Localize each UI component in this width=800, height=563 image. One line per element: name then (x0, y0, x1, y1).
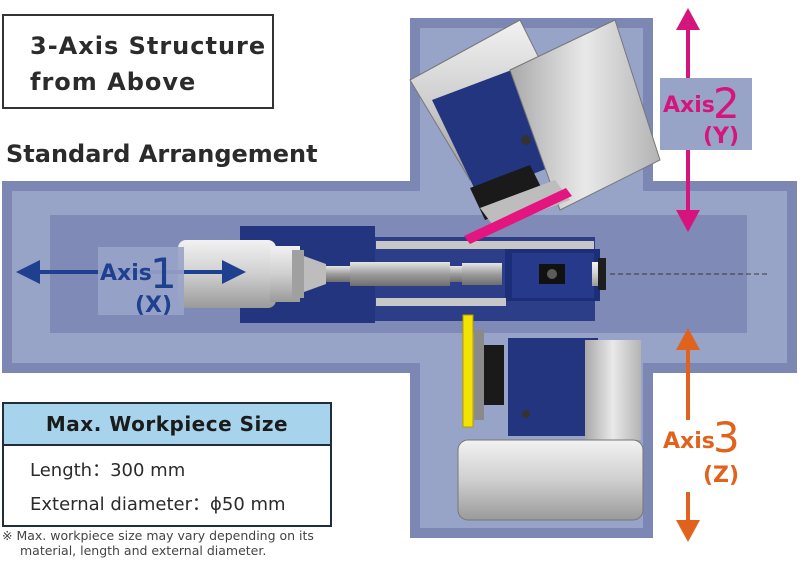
axis2-number: 2 (713, 79, 740, 128)
footnote-line-2: material, length and external diameter. (20, 543, 267, 558)
footnote-line-1: ※ Max. workpiece size may vary depending… (2, 528, 314, 543)
title-line-1: 3-Axis Structure (30, 32, 267, 60)
axis1-number: 1 (150, 249, 177, 298)
axis1-letter: (X) (135, 293, 172, 318)
axis2-word: Axis (663, 93, 715, 118)
axis2-letter: (Y) (703, 124, 739, 149)
spec-header: Max. Workpiece Size (4, 404, 330, 446)
arrangement-label: Standard Arrangement (6, 140, 318, 168)
regulating-wheel-unit (409, 19, 661, 244)
axis1-word: Axis (100, 261, 152, 286)
title-box: 3-Axis Structure from Above (2, 14, 274, 109)
grinding-wheel-unit (457, 314, 644, 521)
axis3-word: Axis (663, 429, 715, 454)
workpiece-shafts (320, 241, 770, 306)
axis3-number: 3 (713, 413, 740, 462)
spec-diameter: External diameter：ϕ50 mm (30, 494, 286, 515)
axis3-label: Axis 3 (Z) (660, 413, 752, 492)
workpiece-spec-box: Max. Workpiece Size Length：300 mm Extern… (2, 402, 332, 527)
axis3-letter: (Z) (703, 463, 739, 488)
axis2-label: Axis 2 (Y) (660, 78, 752, 150)
title-line-2: from Above (30, 68, 197, 96)
axis1-label: Axis 1 (X) (98, 247, 184, 318)
spec-length: Length：300 mm (30, 460, 186, 481)
footnote: ※ Max. workpiece size may vary depending… (2, 528, 342, 558)
